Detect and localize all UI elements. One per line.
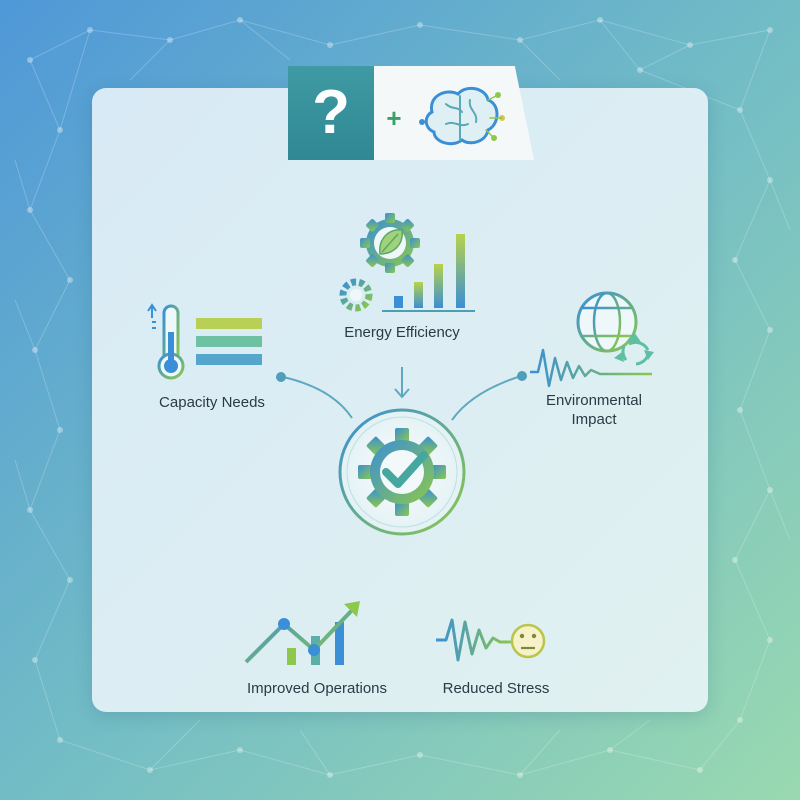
node-label-reduced-stress: Reduced Stress [442, 680, 550, 697]
node-label-capacity-needs: Capacity Needs [159, 394, 265, 411]
connector-left [282, 376, 353, 419]
connector-right [451, 375, 522, 421]
wave-neutral-face-icon [436, 618, 546, 662]
node-label-energy-efficiency: Energy Efficiency [344, 324, 460, 341]
diagram-card [92, 88, 708, 712]
plus-sign: + [386, 103, 401, 133]
connector-lines [282, 367, 522, 421]
gear-checkmark-icon [338, 408, 466, 536]
trend-line-arrow-icon [244, 601, 360, 665]
gear-leaf-bar-chart-icon [339, 213, 475, 312]
brain-icon [419, 86, 505, 146]
node-label-environmental-impact: Environmental Impact [546, 392, 642, 428]
globe-recycle-wave-icon [530, 291, 654, 388]
connector-dot-left [276, 372, 286, 382]
connector-dot-right [517, 371, 527, 381]
question-mark: ? [312, 78, 350, 147]
thermometer-stacked-bars-icon [147, 303, 262, 380]
question-box: ? [288, 66, 374, 160]
node-label-improved-operations: Improved Operations [246, 680, 388, 697]
arrow-head-down [394, 388, 410, 399]
